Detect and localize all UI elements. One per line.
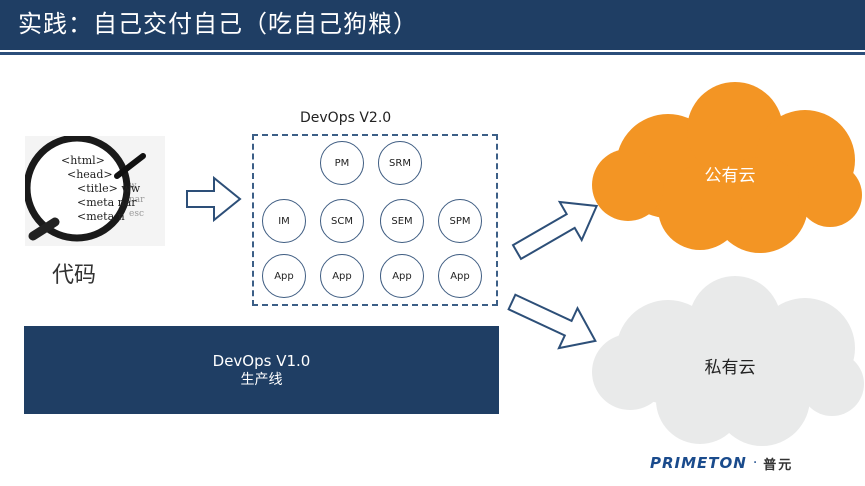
header-divider: [0, 52, 865, 55]
code-line-3: <title> ww: [77, 182, 141, 195]
public-cloud-label: 公有云: [704, 166, 756, 186]
code-to-v2-arrow: [186, 175, 242, 223]
logo-chinese: 普元: [763, 457, 794, 473]
code-line-4: <meta nar: [77, 196, 137, 209]
code-line-1: <html>: [61, 154, 105, 167]
module-app-2: App: [320, 254, 364, 298]
module-srm: SRM: [378, 141, 422, 185]
module-app-3: App: [380, 254, 424, 298]
code-line-2: <head>: [67, 168, 113, 181]
module-im: IM: [262, 199, 306, 243]
devops-v1-box: DevOps V1.0 生产线: [24, 326, 499, 414]
devops-v2-title: DevOps V2.0: [300, 110, 392, 126]
module-app-1: App: [262, 254, 306, 298]
private-cloud-icon: [592, 276, 864, 446]
devops-v2-container: [252, 134, 498, 306]
module-sem: SEM: [380, 199, 424, 243]
slide-title: 实践：自己交付自己（吃自己狗粮）: [18, 10, 418, 38]
logo-separator: ·: [752, 455, 758, 471]
logo-brand: PRIMETON: [650, 454, 747, 472]
module-app-4: App: [438, 254, 482, 298]
module-pm: PM: [320, 141, 364, 185]
primeton-logo: PRIMETON · 普元: [650, 452, 793, 474]
devops-v1-subtitle: 生产线: [240, 372, 283, 388]
devops-v1-title: DevOps V1.0: [212, 352, 311, 370]
slide-header: 实践：自己交付自己（吃自己狗粮）: [0, 0, 865, 50]
module-scm: SCM: [320, 199, 364, 243]
code-magnifier-image: ww nar esc <html> <head> <title> ww <met…: [25, 136, 165, 246]
svg-text:nar: nar: [129, 195, 145, 205]
module-spm: SPM: [438, 199, 482, 243]
public-cloud-icon: [592, 82, 862, 253]
svg-text:esc: esc: [129, 209, 144, 219]
code-label: 代码: [52, 263, 97, 288]
private-cloud-label: 私有云: [704, 358, 756, 378]
arrow-to-private-cloud: [507, 293, 597, 350]
code-line-5: <meta n: [77, 210, 125, 223]
arrow-to-public-cloud: [511, 200, 599, 261]
